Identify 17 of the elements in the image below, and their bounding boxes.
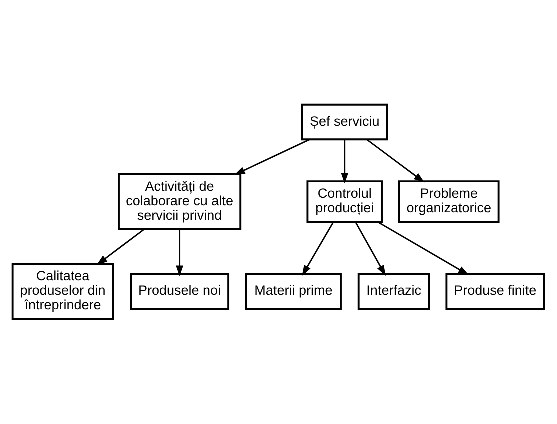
arrow (302, 222, 334, 276)
node-box: Controlul producției (306, 180, 383, 224)
arrow (234, 139, 310, 176)
node-box: Calitatea produselor din întreprindere (12, 263, 114, 320)
node-box: Interfazic (358, 273, 430, 310)
arrow (96, 228, 145, 266)
node-box: Șef serviciu (301, 104, 388, 141)
node-box: Probleme organizatorice (398, 180, 500, 224)
node-box: Produsele noi (130, 273, 230, 310)
node-box: Materii prime (245, 273, 342, 310)
arrow (176, 230, 184, 276)
arrow (378, 222, 470, 276)
node-box: Activități de colaborare cu alte servicii privind (118, 173, 242, 230)
arrow (355, 222, 386, 276)
arrow (366, 139, 425, 183)
node-box: Produse finite (446, 273, 546, 310)
arrow (341, 140, 349, 184)
